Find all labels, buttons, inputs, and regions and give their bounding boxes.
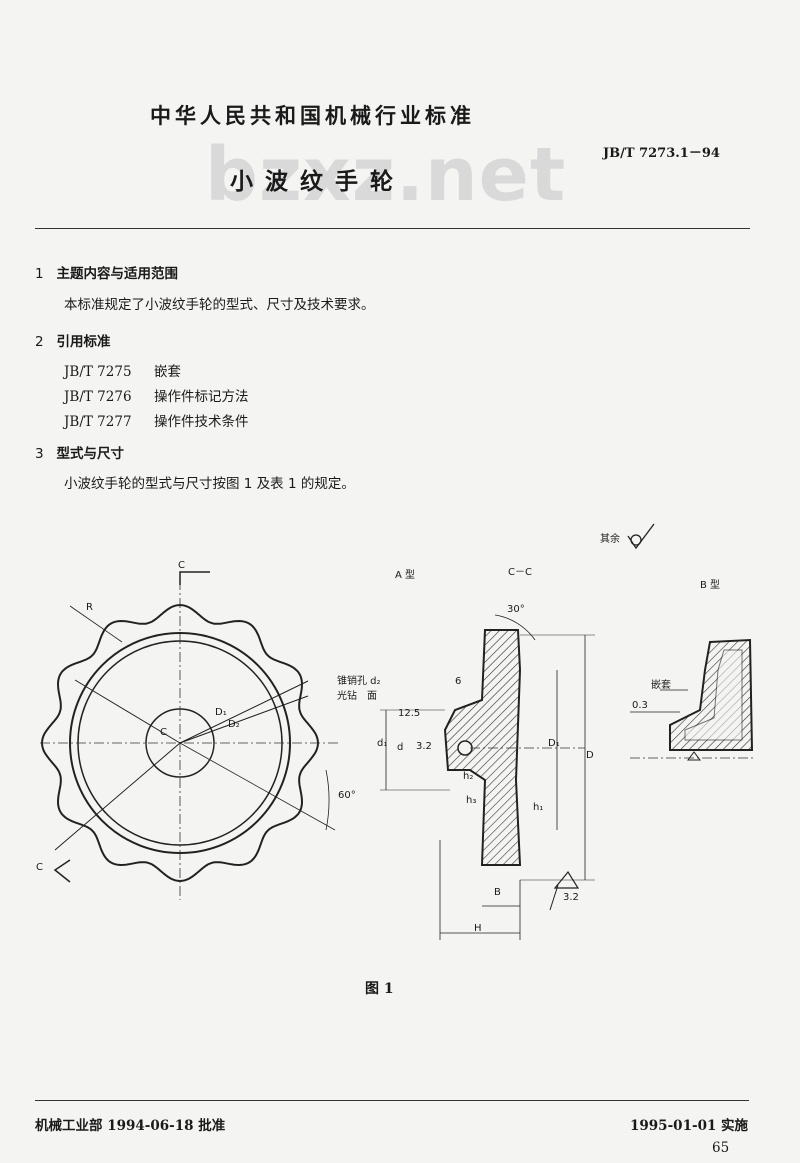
cut-label-c-bottom: C <box>36 862 43 873</box>
center-label-c: C <box>160 727 167 738</box>
section-2-heading: 2 引用标准 <box>35 334 111 350</box>
wheel-type-b-view <box>630 638 755 761</box>
dim-label-h1: h₁ <box>533 802 544 813</box>
dim-label-d2: D₂ <box>228 719 240 730</box>
angle-label-60: 60° <box>338 790 356 801</box>
section-3-body: 小波纹手轮的型式与尺寸按图 1 及表 1 的规定。 <box>64 476 355 492</box>
implementation-date: 1995-01-01 实施 <box>630 1118 749 1134</box>
header-rule <box>35 228 750 229</box>
roughness-note: 其余 <box>600 534 620 545</box>
section-1-heading: 1 主题内容与适用范围 <box>35 266 178 282</box>
view-b-label: B 型 <box>700 580 721 591</box>
approval-date: 机械工业部 1994-06-18 批准 <box>35 1118 226 1134</box>
document-title: 小波纹手轮 <box>230 168 405 195</box>
roughness-12-5: 12.5 <box>398 708 421 719</box>
insert-label: 嵌套 <box>651 680 671 691</box>
dim-label-d1: D₁ <box>215 707 227 718</box>
angle-label-30: 30° <box>507 604 525 615</box>
dim-label-h2: h₂ <box>463 771 474 782</box>
dim-label-6: 6 <box>455 676 462 687</box>
standard-category-title: 中华人民共和国机械行业标准 <box>150 103 475 128</box>
standard-code: JB/T 7273.1－94 <box>603 146 720 161</box>
section-3-heading: 3 型式与尺寸 <box>35 446 124 462</box>
page-number: 65 <box>712 1140 730 1156</box>
wheel-section-view <box>380 614 595 940</box>
section-hatched-profile <box>443 629 522 866</box>
dim-label-d1-section: D₁ <box>548 738 560 749</box>
section-1-body: 本标准规定了小波纹手轮的型式、尺寸及技术要求。 <box>64 297 375 313</box>
section-cc-label: C－C <box>508 567 532 578</box>
watermark: bzxz.net <box>205 132 567 218</box>
dim-label-0-3: 0.3 <box>632 700 648 711</box>
footer-rule <box>35 1100 749 1101</box>
dim-label-h3: h₃ <box>466 795 477 806</box>
roughness-symbol-icon <box>627 523 655 550</box>
cut-label-c-top: C <box>178 560 185 571</box>
dim-label-h: H <box>474 923 482 934</box>
roughness-3-2-rim: 3.2 <box>563 892 579 903</box>
view-a-label: A 型 <box>395 570 416 581</box>
spot-face-label: 光钻 面 <box>337 691 377 702</box>
pin-hole-label: 锥销孔 d₂ <box>337 676 381 687</box>
roughness-3-2-bore: 3.2 <box>416 741 432 752</box>
dim-label-d-small: d <box>397 742 404 753</box>
dim-label-d1-small: d₁ <box>377 738 388 749</box>
wheel-front-view <box>40 571 340 900</box>
dim-label-d-outer: D <box>586 750 594 761</box>
radius-label: R <box>86 602 93 613</box>
dim-label-b: B <box>494 887 501 898</box>
figure-caption: 图 1 <box>365 981 394 997</box>
